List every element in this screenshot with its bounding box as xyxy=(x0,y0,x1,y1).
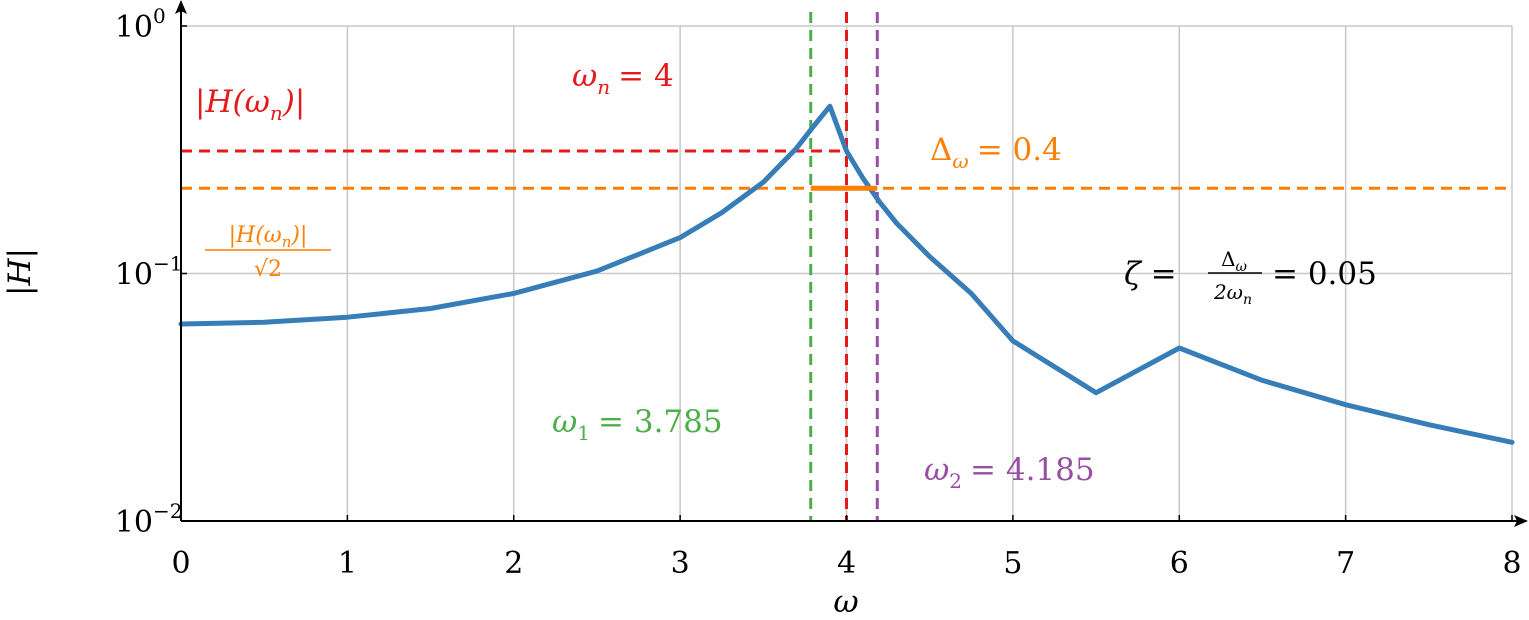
x-tick-label: 6 xyxy=(1170,546,1189,581)
omega-2-subscript: 2 xyxy=(949,469,962,493)
half-power-numerator-text: |H(ω xyxy=(229,223,282,248)
peak-magnitude-subscript: n xyxy=(270,101,283,125)
series-line xyxy=(178,103,1515,445)
half-power-numerator: |H(ωn)| xyxy=(229,223,308,251)
y-axis-label: |H| xyxy=(2,248,38,296)
reference-lines xyxy=(181,12,1512,521)
y-tick-label: 10 xyxy=(115,10,153,45)
y-tick-exponent: 0 xyxy=(153,4,166,28)
half-power-annotation: |H(ωn)| √2 xyxy=(205,223,331,282)
omega-1-value: = 3.785 xyxy=(598,404,723,440)
zeta-numerator-subscript: ω xyxy=(1236,259,1248,275)
x-axis-label: ω xyxy=(833,584,858,620)
omega-1-subscript: 1 xyxy=(577,421,590,445)
zeta-denominator: 2ωn xyxy=(1213,280,1252,308)
x-tick-label: 2 xyxy=(504,546,523,581)
x-tick-label: 5 xyxy=(1003,546,1022,581)
omega-1-symbol: ω xyxy=(552,404,577,440)
zeta-numerator-text: Δ xyxy=(1221,247,1235,271)
omega-2-annotation: ω2 = 4.185 xyxy=(924,452,1095,493)
x-tick-label: 1 xyxy=(338,546,357,581)
delta-omega-symbol: Δ xyxy=(930,132,952,168)
x-axis-arrow xyxy=(1514,515,1528,527)
y-tick-label: 10 xyxy=(115,505,153,540)
half-power-numerator-close: )| xyxy=(290,223,307,248)
omega-2-symbol: ω xyxy=(924,452,949,488)
peak-magnitude-annotation: |H(ωn)| xyxy=(195,84,305,125)
axes xyxy=(175,0,1528,527)
peak-magnitude-close: )| xyxy=(282,84,306,120)
y-tick-label: 10 xyxy=(115,258,153,293)
delta-omega-annotation: Δω = 0.4 xyxy=(930,132,1062,173)
omega-n-subscript: n xyxy=(597,75,610,99)
omega-2-value: = 4.185 xyxy=(970,452,1095,488)
zeta-value: = 0.05 xyxy=(1272,256,1377,292)
x-tick-label: 8 xyxy=(1502,546,1521,581)
y-axis-arrow xyxy=(175,0,187,14)
omega-n-symbol: ω xyxy=(572,58,597,94)
half-power-denominator: √2 xyxy=(254,257,282,282)
x-tick-label: 4 xyxy=(837,546,856,581)
x-tick-label: 3 xyxy=(671,546,690,581)
zeta-numerator: Δω xyxy=(1221,247,1247,275)
zeta-denominator-text: 2ω xyxy=(1213,280,1243,304)
zeta-denominator-subscript: n xyxy=(1243,292,1252,308)
omega-1-annotation: ω1 = 3.785 xyxy=(552,404,723,445)
x-tick-label: 7 xyxy=(1336,546,1355,581)
series xyxy=(178,103,1515,445)
y-tick-exponent: −1 xyxy=(153,252,182,276)
zeta-annotation: ζ = Δω 2ωn = 0.05 xyxy=(1124,247,1377,308)
half-power-numerator-subscript: n xyxy=(282,233,292,251)
omega-n-annotation: ωn = 4 xyxy=(572,58,674,99)
peak-magnitude-text: |H(ω xyxy=(195,84,270,120)
delta-omega-subscript: ω xyxy=(952,149,968,173)
x-tick-label: 0 xyxy=(171,546,190,581)
y-tick-exponent: −2 xyxy=(153,499,182,523)
zeta-lhs: ζ = xyxy=(1124,256,1177,292)
omega-n-value: = 4 xyxy=(618,58,674,94)
delta-omega-value: = 0.4 xyxy=(977,132,1062,168)
